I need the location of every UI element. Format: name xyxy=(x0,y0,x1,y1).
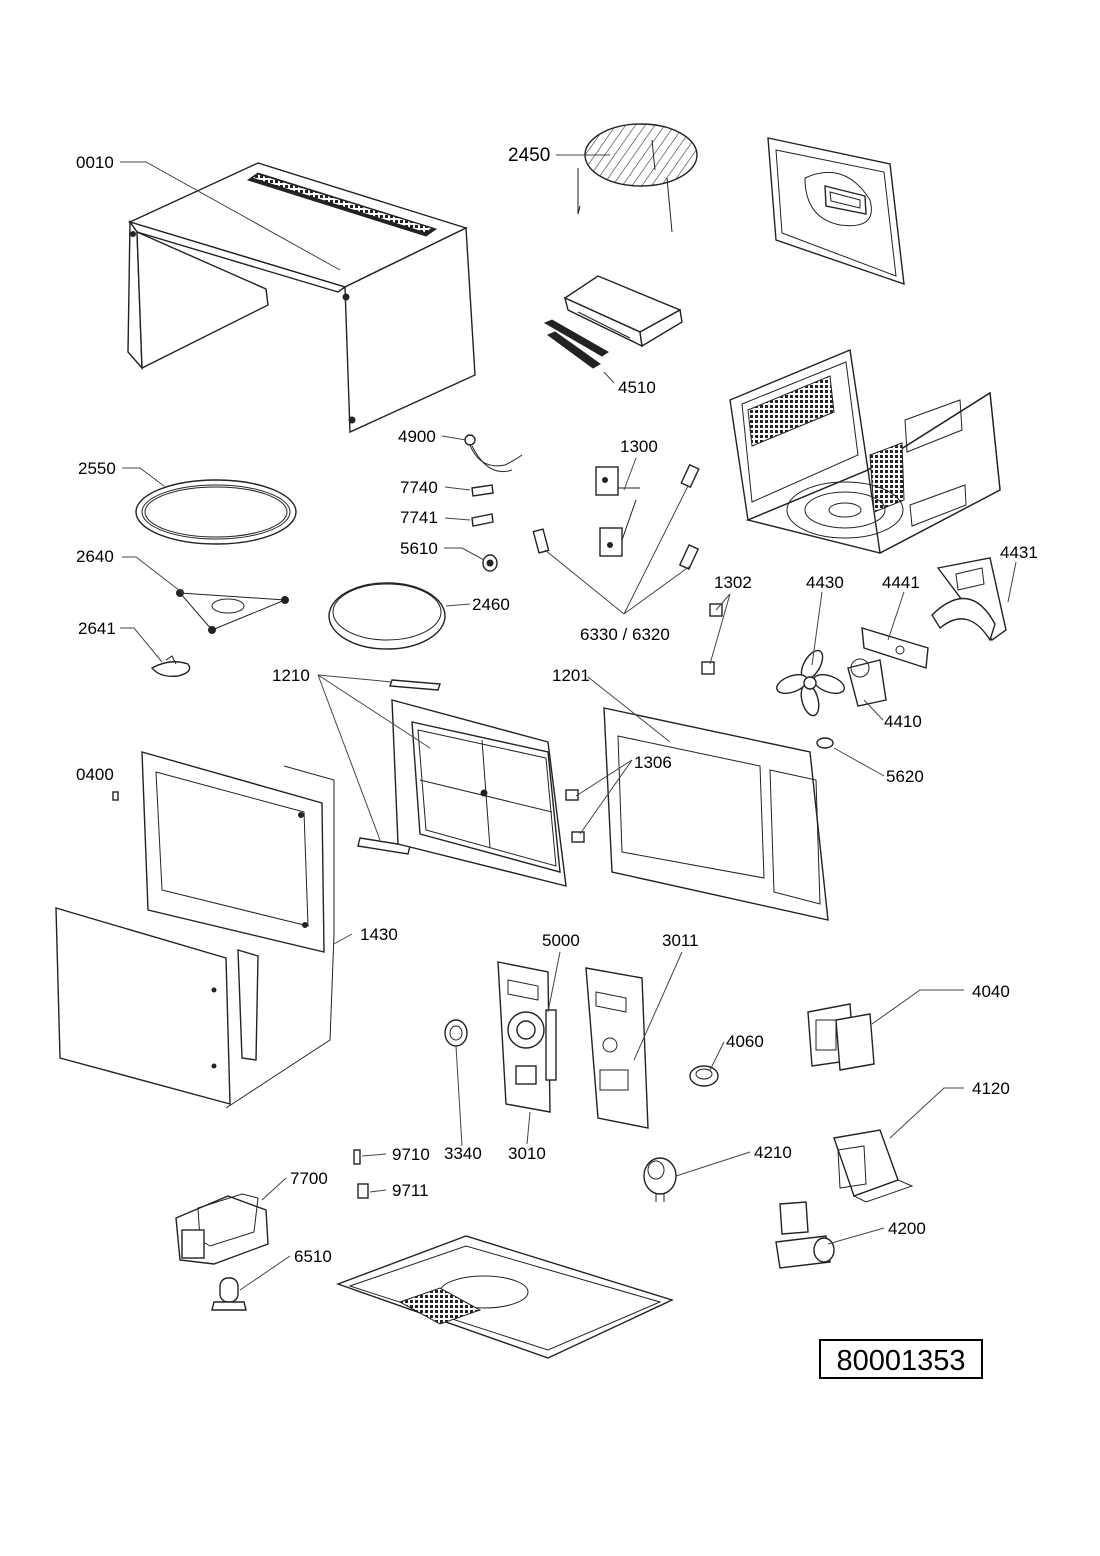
callout-4441: 4441 xyxy=(882,573,920,592)
door-latch-parts xyxy=(565,789,585,843)
capacitor-4210-part xyxy=(643,1157,677,1202)
rear-cover-part xyxy=(767,137,905,286)
fuse-holder-parts xyxy=(353,1149,369,1199)
microswitch-parts xyxy=(532,463,700,571)
control-panel-part xyxy=(497,961,557,1113)
callout-2450: 2450 xyxy=(508,145,550,166)
thermostat-5610-part xyxy=(482,554,498,572)
oven-cavity-part xyxy=(729,349,1001,555)
knob-part xyxy=(444,1019,468,1047)
roller-support-part xyxy=(176,589,289,634)
transformer-4120-part xyxy=(833,1129,914,1203)
capacitor-4200-part xyxy=(775,1201,835,1269)
thermostat-5620-part xyxy=(816,737,834,749)
callout-5610: 5610 xyxy=(400,539,438,558)
callout-4040: 4040 xyxy=(972,982,1010,1001)
document-number: 80001353 xyxy=(836,1345,965,1377)
insulator-plates-part xyxy=(471,484,494,527)
control-board-part xyxy=(585,967,649,1129)
callout-1300: 1300 xyxy=(620,437,658,456)
callout-4430: 4430 xyxy=(806,573,844,592)
grill-rack-part xyxy=(577,123,698,233)
callout-1210: 1210 xyxy=(272,666,310,685)
base-plate-part xyxy=(335,1235,674,1359)
inner-door-frame-part xyxy=(391,699,567,887)
leader-lines xyxy=(120,154,1017,1291)
callout-2640: 2640 xyxy=(76,547,114,566)
callout-7700: 7700 xyxy=(290,1169,328,1188)
callout-0400: 0400 xyxy=(76,765,114,784)
latch-plates-part xyxy=(357,679,441,855)
callout-4210: 4210 xyxy=(754,1143,792,1162)
grill-heater-part xyxy=(543,275,683,369)
fan-motor-bracket-part xyxy=(847,627,929,707)
callout-2641: 2641 xyxy=(78,619,116,638)
coupler-part xyxy=(150,655,191,678)
callout-4060: 4060 xyxy=(726,1032,764,1051)
callout-6330-6320: 6330 / 6320 xyxy=(580,625,670,644)
callout-4410: 4410 xyxy=(884,712,922,731)
callout-3340: 3340 xyxy=(444,1144,482,1163)
callout-1302: 1302 xyxy=(714,573,752,592)
callout-4900: 4900 xyxy=(398,427,436,446)
callout-9711: 9711 xyxy=(392,1181,429,1200)
callout-1306: 1306 xyxy=(634,753,672,772)
switch-1302-part xyxy=(701,603,723,675)
document-number-box: 80001353 xyxy=(819,1339,983,1379)
callout-0010: 0010 xyxy=(76,153,114,172)
fan-blade-part xyxy=(776,649,845,717)
callout-3010: 3010 xyxy=(508,1144,546,1163)
roller-ring-part xyxy=(135,479,297,545)
callout-4510: 4510 xyxy=(618,378,656,397)
outer-cabinet-part xyxy=(127,162,476,434)
screw-0400-part xyxy=(112,791,119,801)
magnetron-part xyxy=(175,1193,269,1265)
door-frame-1201-part xyxy=(603,707,829,921)
callout-labels: 0010 2450 4510 4900 1300 2550 7740 7741 … xyxy=(76,145,1038,1266)
callout-1201: 1201 xyxy=(552,666,590,685)
glass-tray-part xyxy=(328,582,446,650)
turntable-motor-part xyxy=(689,1065,719,1087)
callout-2460: 2460 xyxy=(472,595,510,614)
callout-2550: 2550 xyxy=(78,459,116,478)
callout-5620: 5620 xyxy=(886,767,924,786)
callout-4200: 4200 xyxy=(888,1219,926,1238)
callout-3011: 3011 xyxy=(662,931,699,950)
callout-6510: 6510 xyxy=(294,1247,332,1266)
callout-7741: 7741 xyxy=(400,508,438,527)
callout-9710: 9710 xyxy=(392,1145,430,1164)
interlock-switch-assembly-part xyxy=(595,466,640,557)
callout-4120: 4120 xyxy=(972,1079,1010,1098)
sensor-4900-part xyxy=(464,434,523,472)
callout-4431: 4431 xyxy=(1000,543,1038,562)
door-assembly-part xyxy=(55,751,335,1109)
air-duct-part xyxy=(931,557,1007,642)
callout-5000: 5000 xyxy=(542,931,580,950)
callout-7740: 7740 xyxy=(400,478,438,497)
callout-1430: 1430 xyxy=(360,925,398,944)
lamp-6510-part xyxy=(211,1277,247,1311)
transformer-4040-part xyxy=(807,1003,875,1071)
